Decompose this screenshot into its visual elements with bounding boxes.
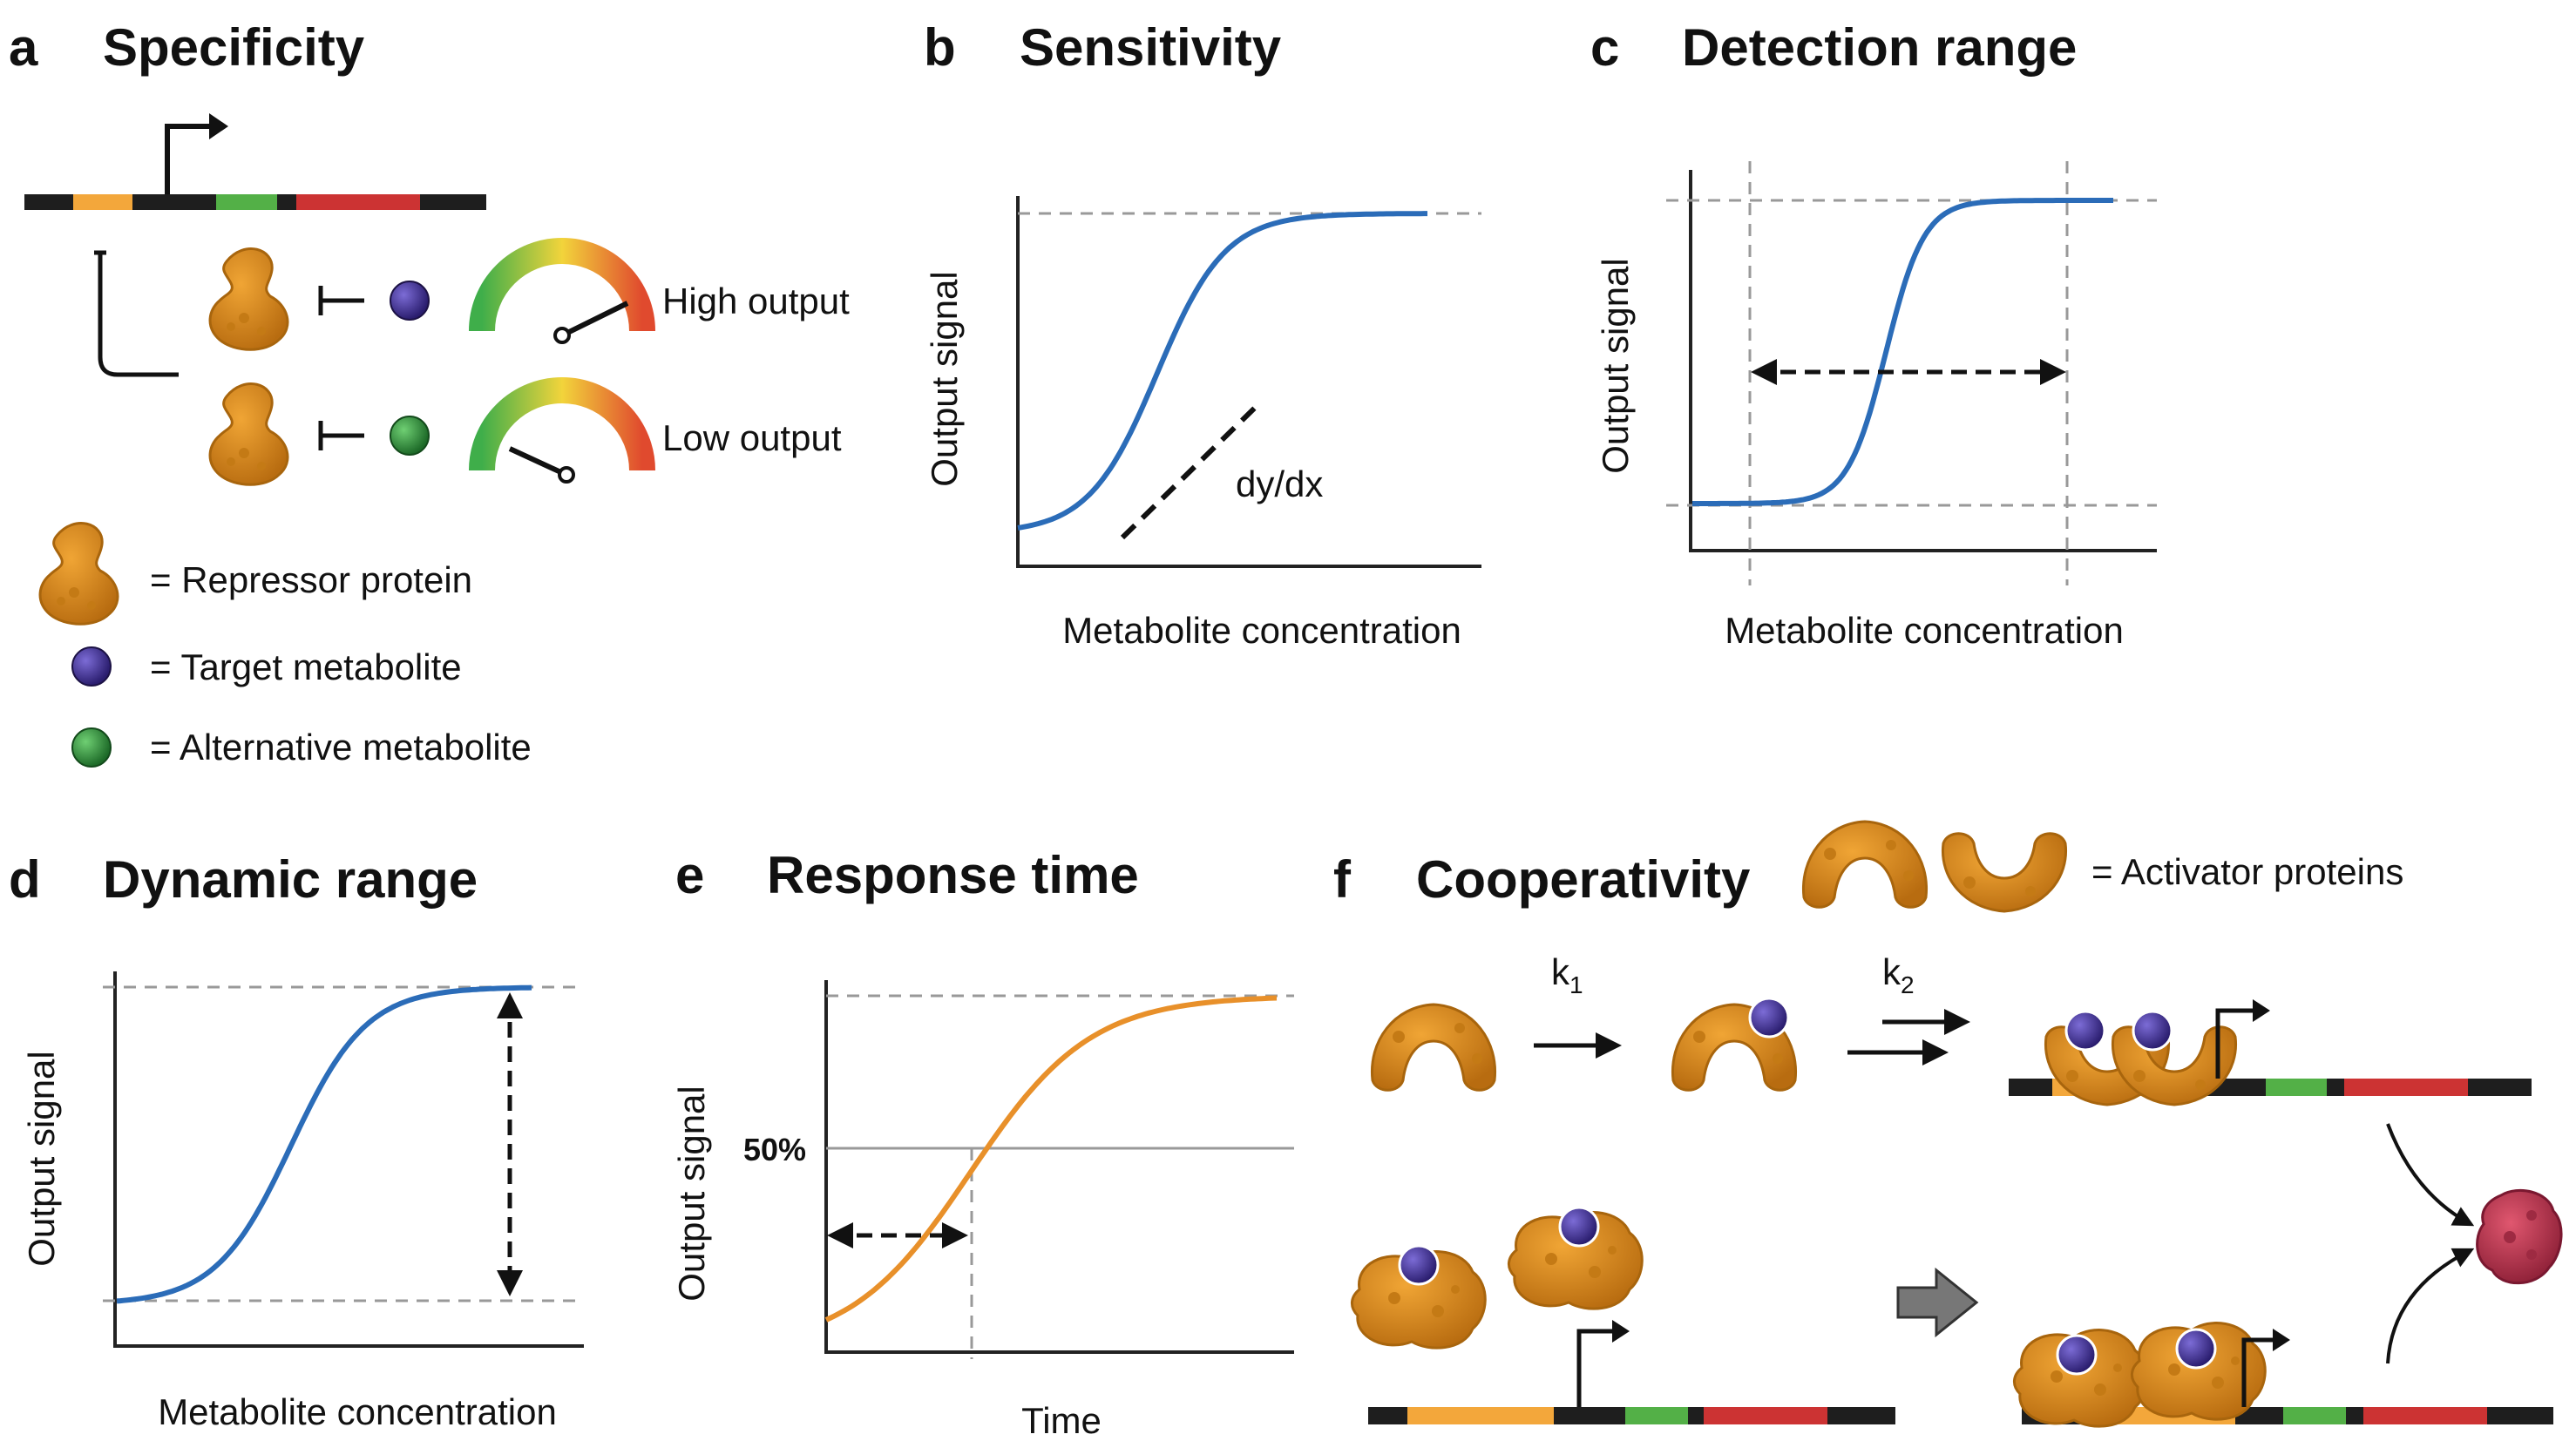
activator-legend: = Activator proteins xyxy=(2091,851,2403,892)
promoter-arrow-icon xyxy=(2241,1337,2277,1407)
inhibit-icon xyxy=(318,286,364,315)
half-max-label: 50% xyxy=(743,1132,806,1167)
activator-protein-icon xyxy=(1370,1003,1497,1092)
x-axis-label: Metabolite concentration xyxy=(1062,610,1461,651)
metabolite-icon xyxy=(2132,1010,2173,1052)
sigmoid-curve xyxy=(1692,198,2113,506)
expression-arrow xyxy=(2386,1248,2475,1364)
panel-f-title: Cooperativity xyxy=(1416,850,1751,909)
activator-protein-icon xyxy=(1801,820,1929,909)
panel-d-letter: d xyxy=(9,850,41,909)
y-axis-label: Output signal xyxy=(671,1086,712,1302)
slope-label: dy/dx xyxy=(1236,463,1323,504)
metabolite-icon xyxy=(390,281,430,321)
panel-c-letter: c xyxy=(1590,18,1619,77)
transition-arrow-icon xyxy=(1896,1267,1979,1338)
panel-b-title: Sensitivity xyxy=(1020,18,1282,77)
activator-protein-icon xyxy=(1941,832,2068,913)
metabolite-icon xyxy=(71,646,112,687)
promoter-arrow-icon xyxy=(1576,1329,1617,1407)
metabolite-icon xyxy=(71,727,112,768)
panel-f-letter: f xyxy=(1333,850,1352,909)
y-axis-label: Output signal xyxy=(924,271,965,487)
repressor-protein-icon xyxy=(38,522,119,626)
panel-d: d Dynamic range Metabolite concentration… xyxy=(9,850,584,1432)
y-axis-label: Output signal xyxy=(1595,258,1636,474)
repression-bracket xyxy=(94,250,179,377)
k1-label: k1 xyxy=(1551,951,1583,998)
panel-d-title: Dynamic range xyxy=(103,850,478,909)
panel-a-letter: a xyxy=(9,18,38,77)
tangent-line xyxy=(1120,405,1257,540)
panel-c: c Detection range Metabolite concentrati… xyxy=(1590,18,2157,651)
metabolite-icon xyxy=(1398,1244,1440,1286)
panel-b: b Sensitivity dy/dx Metabolite concentra… xyxy=(924,18,1481,651)
x-axis-label: Metabolite concentration xyxy=(1725,610,2124,651)
metabolite-icon xyxy=(390,416,430,456)
panel-a-title: Specificity xyxy=(103,18,365,77)
x-axis-label: Time xyxy=(1021,1400,1102,1441)
legend-alternative-metabolite: = Alternative metabolite xyxy=(150,727,532,768)
promoter-arrow-icon xyxy=(2215,1008,2257,1079)
metabolite-icon xyxy=(2064,1010,2106,1052)
gauge-icon xyxy=(469,377,655,484)
sigmoid-curve xyxy=(116,984,532,1304)
low-output-label: Low output xyxy=(662,417,842,458)
dna-strand-a xyxy=(24,194,486,210)
expression-arrow xyxy=(2386,1123,2475,1227)
metabolite-icon xyxy=(1748,997,1790,1038)
promoter-arrow-icon xyxy=(165,124,214,194)
panel-e-title: Response time xyxy=(767,846,1139,904)
panel-a: a Specificity High output xyxy=(9,18,850,768)
sigmoid-curve xyxy=(1017,211,1427,531)
metabolite-icon xyxy=(2175,1328,2217,1370)
inhibit-icon xyxy=(318,421,364,450)
metabolite-icon xyxy=(1558,1206,1600,1248)
x-axis-label: Metabolite concentration xyxy=(158,1391,557,1432)
metabolite-icon xyxy=(2056,1334,2098,1376)
y-axis-label: Output signal xyxy=(21,1051,62,1267)
legend-target-metabolite: = Target metabolite xyxy=(150,646,462,687)
legend-repressor: = Repressor protein xyxy=(150,559,472,600)
panel-f: f Cooperativity = Activator proteins k1 … xyxy=(1333,820,2563,1428)
repressor-protein-icon xyxy=(208,247,289,351)
repressor-protein-icon xyxy=(208,382,289,486)
panel-b-letter: b xyxy=(924,18,956,77)
k2-label: k2 xyxy=(1882,951,1915,998)
panel-e-letter: e xyxy=(675,846,704,904)
high-output-label: High output xyxy=(662,281,850,321)
dna-strand-bottom-left xyxy=(1368,1407,1895,1424)
product-protein-icon xyxy=(2476,1188,2563,1285)
panel-c-title: Detection range xyxy=(1682,18,2077,77)
gauge-icon xyxy=(469,238,655,344)
response-curve xyxy=(824,995,1278,1323)
panel-e: e Response time 50% Time Output signal xyxy=(671,846,1294,1441)
